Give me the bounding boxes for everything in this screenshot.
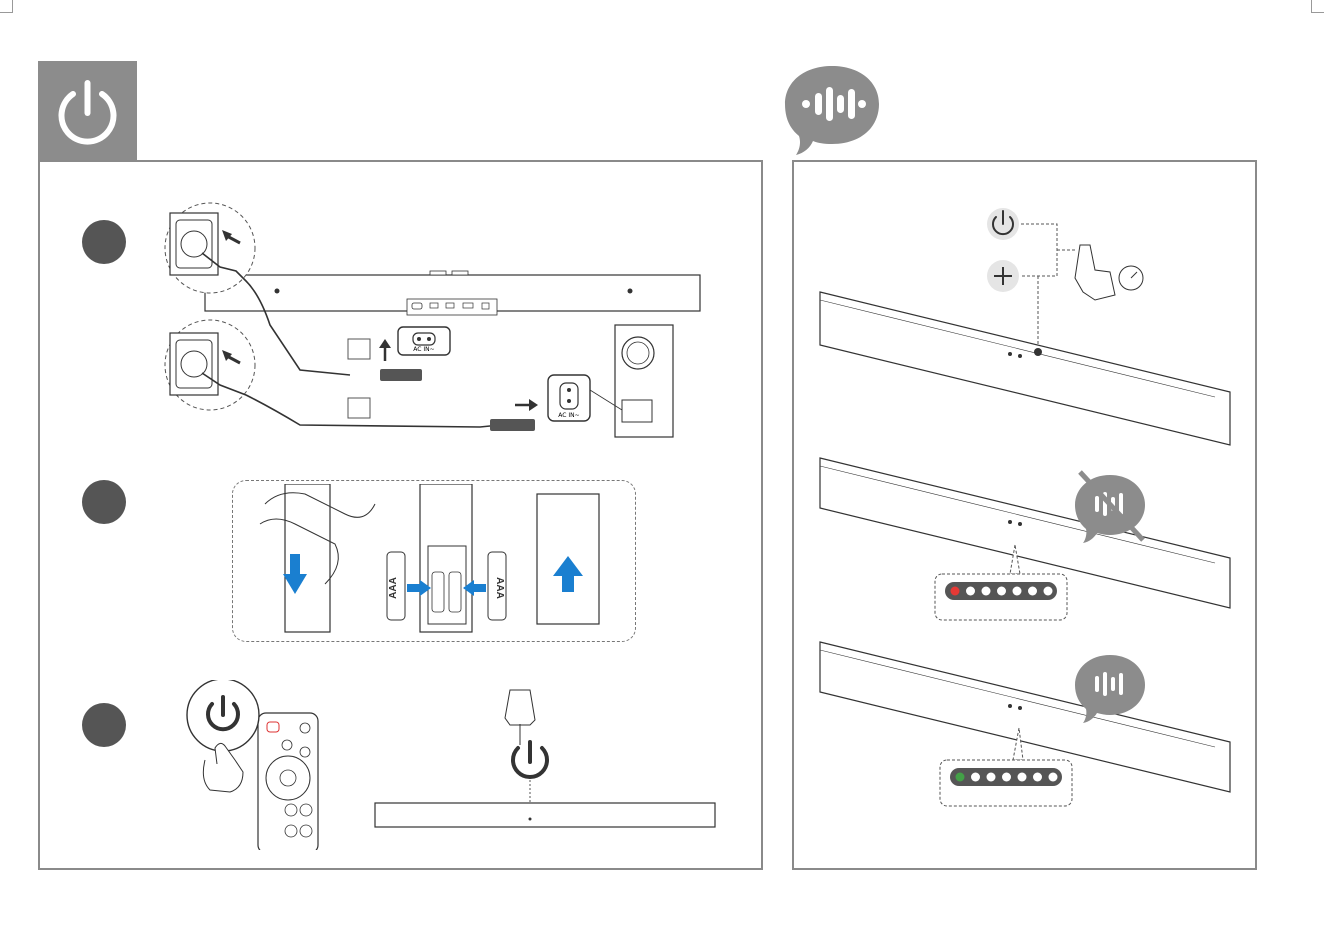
power-icon (38, 61, 137, 161)
step-2-marker (82, 480, 126, 524)
label-box-a (348, 339, 370, 359)
voice-illustration (805, 200, 1245, 850)
label-box-b (348, 398, 370, 418)
power-connection-illustration: AC IN~ AC IN~ (160, 195, 720, 455)
voice-bubble-icon (782, 62, 882, 158)
power-header-tab (38, 61, 137, 161)
crop-mark-tr (1311, 0, 1324, 13)
step-1-marker (82, 220, 126, 264)
led-dot (1044, 587, 1053, 596)
battery-label-2: AAA (494, 577, 505, 599)
led-dot (987, 773, 996, 782)
rear-port-panel (407, 299, 497, 315)
battery-install-illustration: AAA AAA (255, 484, 625, 634)
led-dot (1013, 587, 1022, 596)
crop-mark-tl (0, 0, 13, 13)
led-dot-active (956, 773, 965, 782)
step-3-marker (82, 703, 126, 747)
soundbar-front (375, 803, 715, 827)
led-dot (1028, 587, 1037, 596)
led-dot (966, 587, 975, 596)
ac-in-label: AC IN~ (413, 346, 434, 353)
power-on-illustration (185, 680, 725, 850)
soundbar-power-icon (513, 742, 547, 777)
led-dot (971, 773, 980, 782)
led-dot (982, 587, 991, 596)
led-dot (1018, 773, 1027, 782)
led-dot-active (951, 587, 960, 596)
led-dot (997, 587, 1006, 596)
battery-label-1: AAA (388, 577, 399, 599)
led-dot (1033, 773, 1042, 782)
hand-press-icon (1075, 245, 1115, 300)
sub-ac-in-label: AC IN~ (558, 412, 579, 419)
subwoofer: AC IN~ (548, 325, 673, 437)
led-dot (1002, 773, 1011, 782)
soundbar-top-1 (820, 292, 1230, 445)
remote-control (258, 713, 318, 850)
remote-power-callout (187, 680, 259, 792)
led-dot (1049, 773, 1058, 782)
